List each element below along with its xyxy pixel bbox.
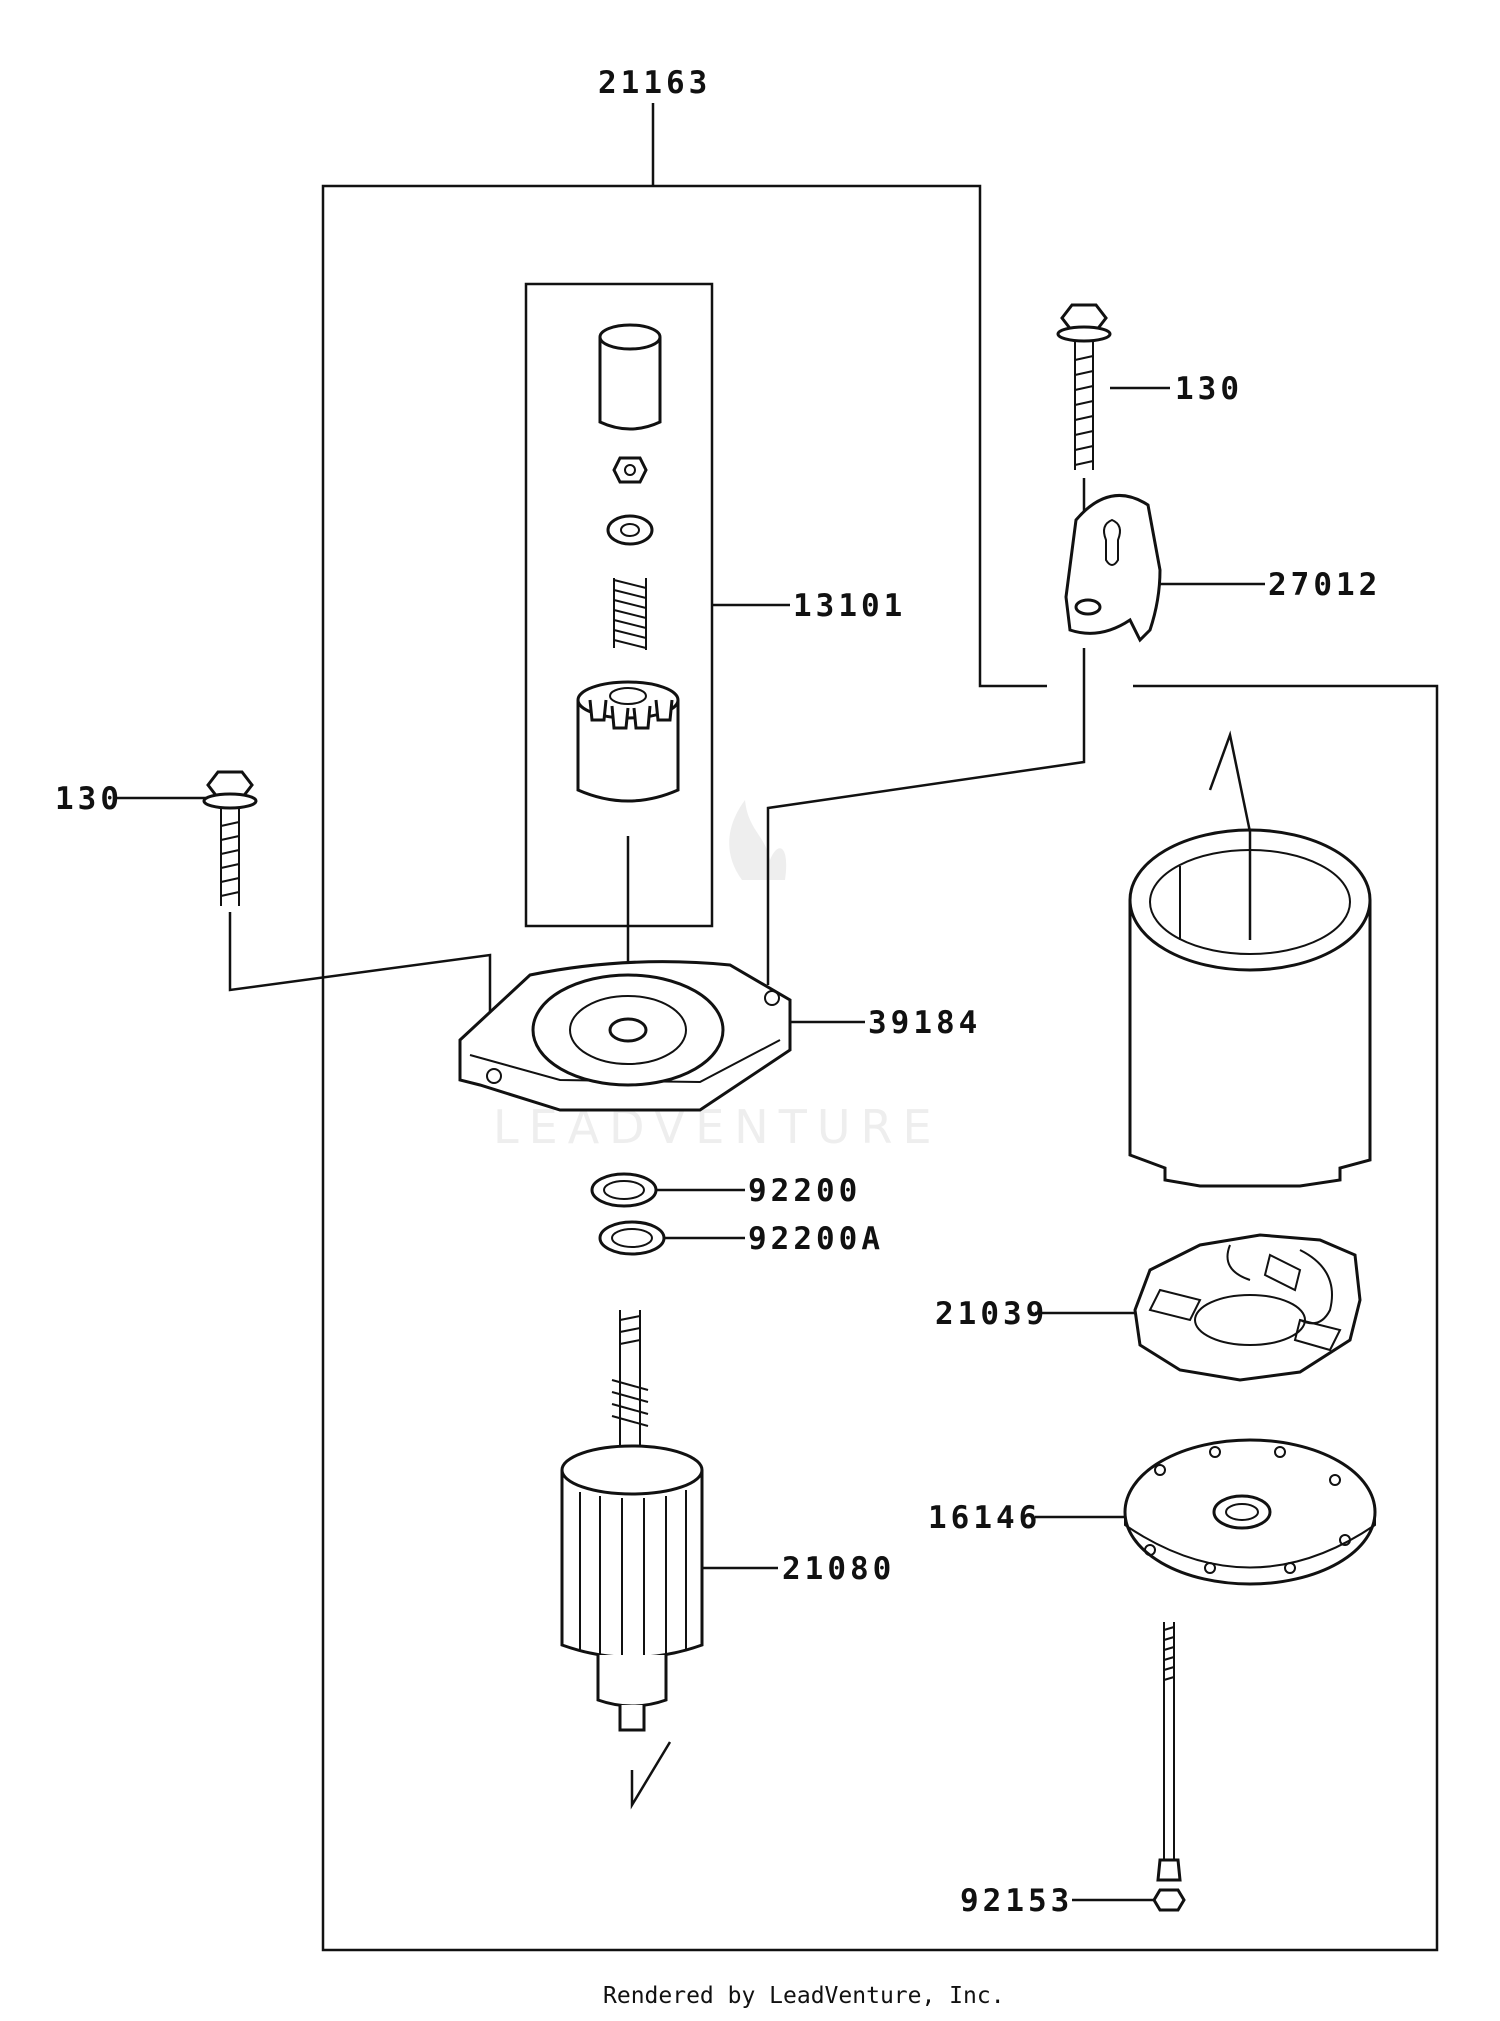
front-cover <box>458 960 865 1112</box>
stop-nut <box>612 456 648 484</box>
label-92200A: 92200A <box>748 1221 884 1257</box>
pinion-cap <box>598 323 662 431</box>
through-bolt <box>1072 1622 1186 1912</box>
label-130-top: 130 <box>1175 371 1243 407</box>
pinion-subassembly-box <box>524 282 790 928</box>
label-39184: 39184 <box>868 1005 981 1041</box>
pinion-gear <box>576 680 680 803</box>
label-92200: 92200 <box>748 1173 861 1209</box>
bolt-130-top <box>1056 303 1170 470</box>
thrust-washer-92200 <box>590 1172 745 1208</box>
brush-holder <box>1035 1233 1362 1382</box>
assembly-frame <box>321 103 1439 1952</box>
footer-credit: Rendered by LeadVenture, Inc. <box>603 1983 1005 2009</box>
thrust-washer-92200A <box>598 1220 745 1256</box>
label-21163: 21163 <box>598 65 711 101</box>
label-92153: 92153 <box>960 1883 1073 1919</box>
label-130-left: 130 <box>55 781 123 817</box>
label-21080: 21080 <box>782 1551 895 1587</box>
end-plate <box>1035 1438 1377 1586</box>
yoke-tube <box>1128 730 1372 1188</box>
watermark: LEADVENTURE <box>493 800 932 1154</box>
label-16146: 16146 <box>928 1500 1041 1536</box>
pinion-spring <box>613 578 647 650</box>
label-21039: 21039 <box>935 1296 1048 1332</box>
small-washer <box>606 514 654 546</box>
mounting-bracket <box>1064 493 1265 643</box>
bolt-130-left <box>115 770 258 906</box>
label-13101: 13101 <box>793 588 906 624</box>
label-27012: 27012 <box>1268 567 1381 603</box>
armature <box>560 1310 778 1810</box>
